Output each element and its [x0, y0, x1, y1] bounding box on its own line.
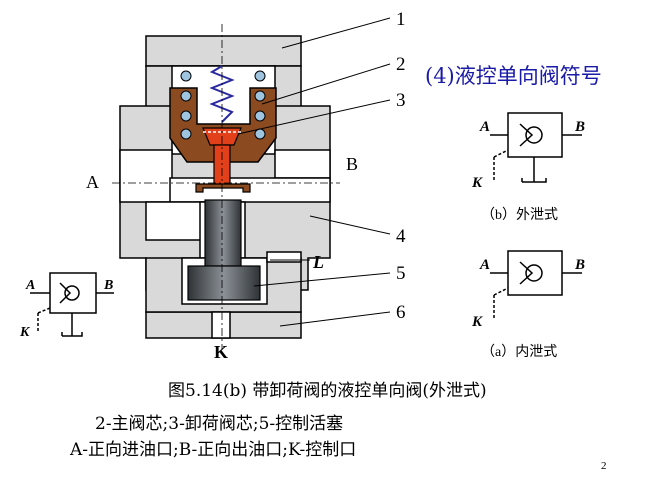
symbol-left-label-a: A: [25, 278, 35, 293]
part-number-1: 1: [396, 9, 406, 30]
top-cap: [145, 35, 302, 67]
leader-lines: [237, 17, 391, 327]
center-lines: [112, 24, 340, 350]
main-spool: [169, 87, 277, 163]
port-label-k: K: [214, 342, 228, 362]
symbol-a-label-k: K: [471, 314, 483, 330]
port-label-l: L: [312, 252, 324, 272]
port-a-passage: [119, 149, 173, 203]
port-label-b: B: [346, 154, 358, 174]
symbol-b-label-b: B: [574, 119, 585, 135]
figure-caption: 图5.14(b) 带卸荷阀的液控单向阀(外泄式): [168, 381, 487, 401]
symbol-b-label-a: A: [479, 119, 490, 135]
lower-passage: [145, 201, 209, 241]
control-port: [211, 311, 231, 339]
symbol-a-label-b: B: [574, 257, 585, 273]
symbol-a-label-a: A: [479, 257, 490, 273]
port-b-passage: [274, 149, 331, 179]
symbol-b-caption: （b）外泄式: [481, 207, 558, 223]
part-number-4: 4: [396, 226, 406, 247]
symbol-left-label-k: K: [19, 325, 31, 340]
part-number-3: 3: [396, 90, 406, 111]
page-number: 2: [601, 460, 607, 472]
part-number-6: 6: [396, 302, 406, 323]
symbol-internal-drain: [490, 250, 582, 320]
symbol-left: [30, 272, 114, 337]
ball-row: [180, 70, 266, 140]
symbol-b-label-k: K: [471, 175, 483, 191]
part-number-2: 2: [396, 54, 406, 75]
port-label-a: A: [86, 172, 99, 192]
drain-passage: [266, 251, 302, 263]
symbol-external-drain: [490, 112, 582, 183]
legend-line-2: A-正向进油口;B-正向出油口;K-控制口: [70, 440, 357, 460]
page-title: (4)液控单向阀符号: [425, 64, 602, 88]
control-piston: [187, 199, 261, 301]
part-number-5: 5: [396, 263, 406, 284]
symbol-a-caption: （a）内泄式: [481, 344, 557, 360]
symbol-left-label-b: B: [103, 278, 113, 293]
legend-line-1: 2-主阀芯;3-卸荷阀芯;5-控制活塞: [95, 414, 344, 434]
valve-seat: [195, 183, 251, 193]
